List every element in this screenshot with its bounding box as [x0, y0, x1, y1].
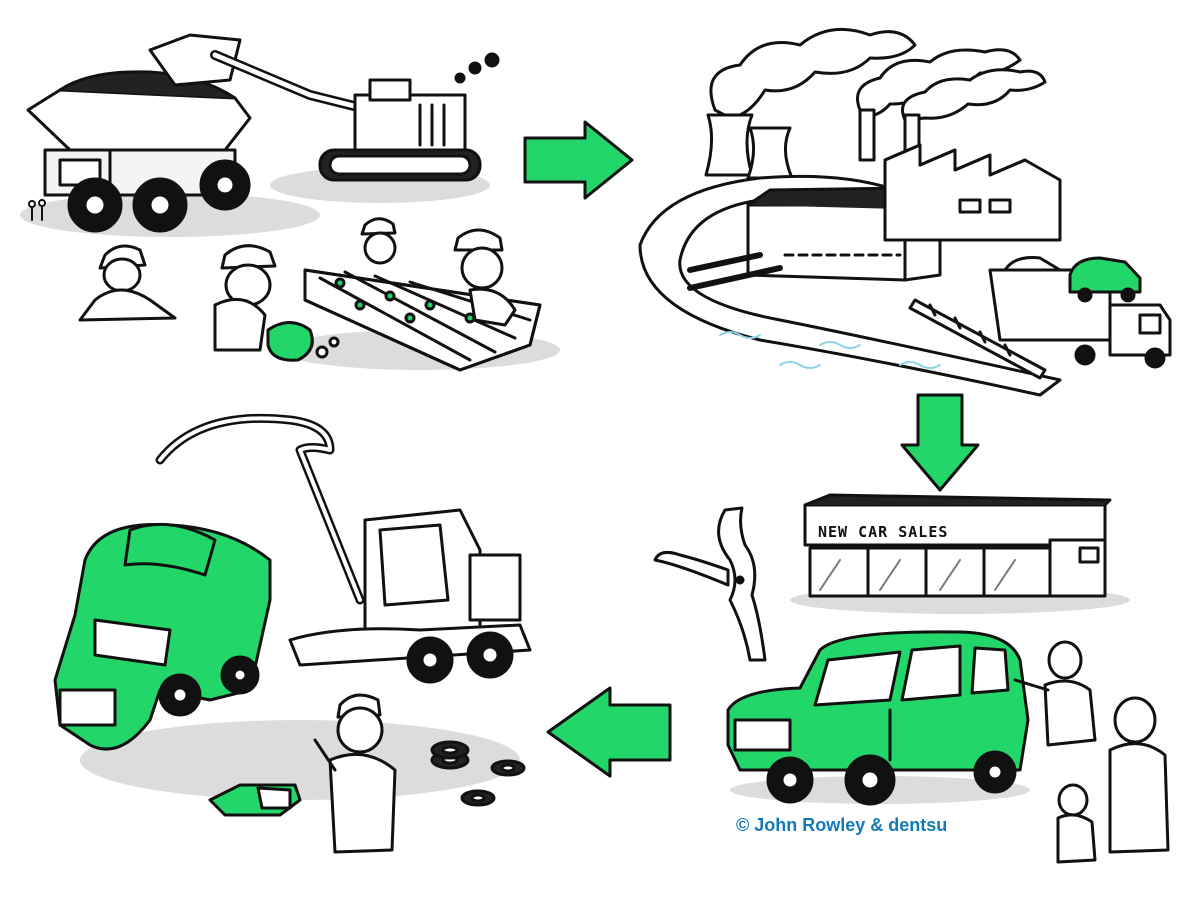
cooling-tower-icon [706, 115, 792, 178]
inflatable-tube-man-icon [655, 508, 765, 660]
smoke-icon [711, 29, 1045, 120]
worker-icon [80, 246, 175, 320]
customer-icon [1110, 698, 1168, 852]
new-green-car-icon [728, 632, 1030, 804]
dealership-sign: NEW CAR SALES [818, 523, 948, 541]
arrow-right-icon [525, 122, 632, 198]
green-ore-icon [268, 323, 312, 361]
car-carrier-truck-icon [990, 258, 1170, 368]
car-dealership-building-icon [805, 495, 1110, 596]
copyright-credit: © John Rowley & dentsu [736, 815, 947, 836]
mining-panel [20, 35, 560, 370]
scrapped-green-car-icon [55, 524, 270, 749]
worker-icon [362, 219, 395, 263]
green-car-icon [1070, 258, 1140, 292]
arrow-left-icon [548, 688, 670, 776]
scrapyard-panel [55, 418, 530, 852]
dealership-panel: NEW CAR SALES [655, 495, 1168, 862]
factory-panel [640, 29, 1170, 395]
child-icon [1058, 785, 1095, 862]
factory-building-icon [885, 145, 1060, 240]
arrow-down-icon [902, 395, 978, 490]
